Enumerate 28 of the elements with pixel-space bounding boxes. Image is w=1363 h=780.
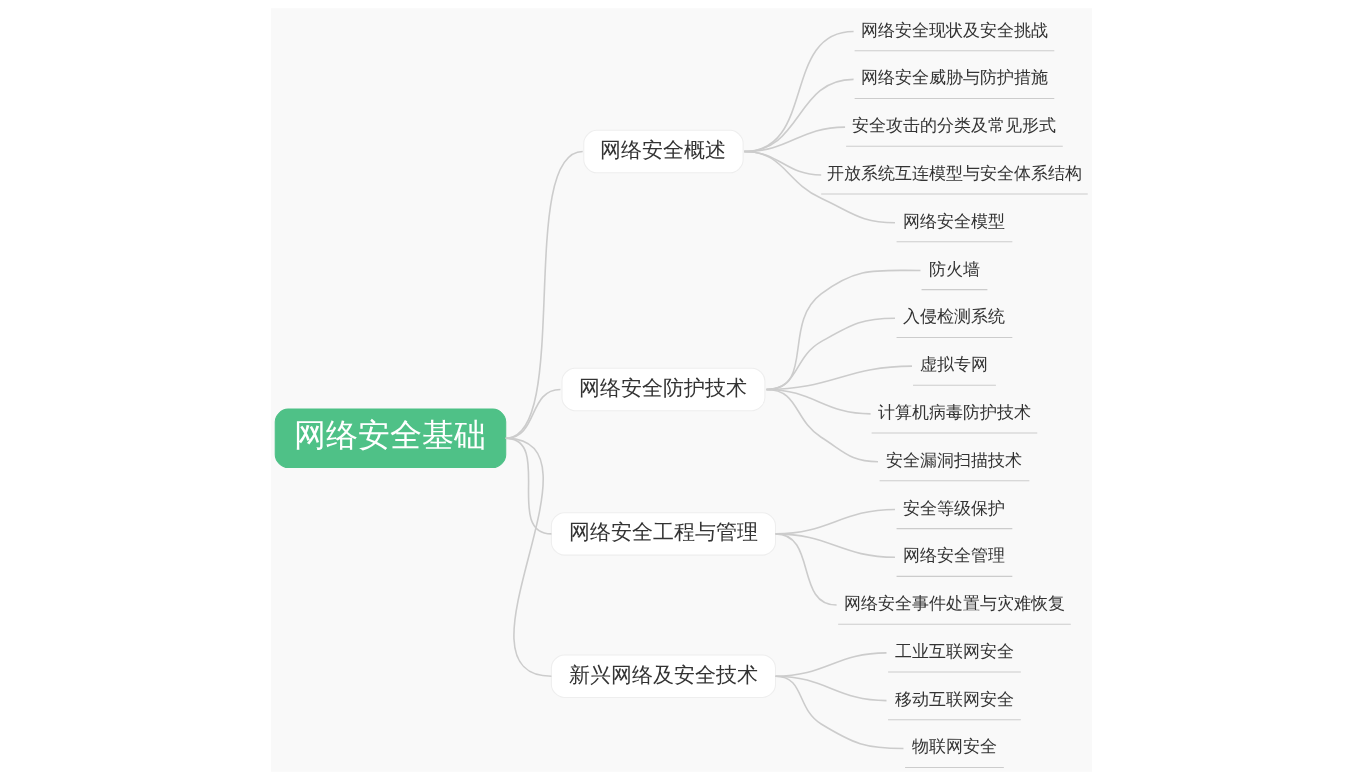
node-text: 入侵检测系统: [903, 306, 1006, 327]
node-box: 新兴网络及安全技术: [550, 654, 777, 698]
node-text: 移动互联网安全: [894, 688, 1014, 709]
node-text: 虚拟专网: [920, 354, 989, 375]
node-box: 网络安全工程与管理: [550, 512, 777, 556]
connector: [774, 675, 905, 750]
node-text: 防火墙: [928, 258, 980, 279]
connector: [765, 388, 879, 463]
node-text: 开放系统互连模型与安全体系结构: [826, 162, 1082, 183]
node-text: 工业互联网安全: [894, 640, 1014, 661]
node-box: 网络安全概述: [583, 129, 744, 174]
node-text: 安全漏洞扫描技术: [886, 449, 1023, 470]
node-text: 安全攻击的分类及常见形式: [852, 115, 1057, 136]
node-text: 计算机病毒防护技术: [877, 401, 1031, 422]
connector: [504, 388, 562, 440]
node-text: 安全等级保护: [903, 497, 1006, 518]
connector: [504, 437, 553, 678]
node-text: 网络安全模型: [903, 210, 1006, 231]
node-text: 网络安全威胁与防护措施: [860, 67, 1048, 88]
node-text: 网络安全管理: [903, 545, 1006, 566]
connector: [743, 150, 896, 224]
connector: [504, 150, 584, 440]
node-box: 网络安全防护技术: [561, 367, 766, 412]
node-box: 网络安全基础: [274, 408, 507, 469]
node-text: 物联网安全: [911, 736, 997, 757]
node-text: 网络安全事件处置与灾难恢复: [843, 593, 1065, 614]
node-text: 网络安全现状及安全挑战: [860, 19, 1048, 40]
connector: [774, 675, 888, 702]
